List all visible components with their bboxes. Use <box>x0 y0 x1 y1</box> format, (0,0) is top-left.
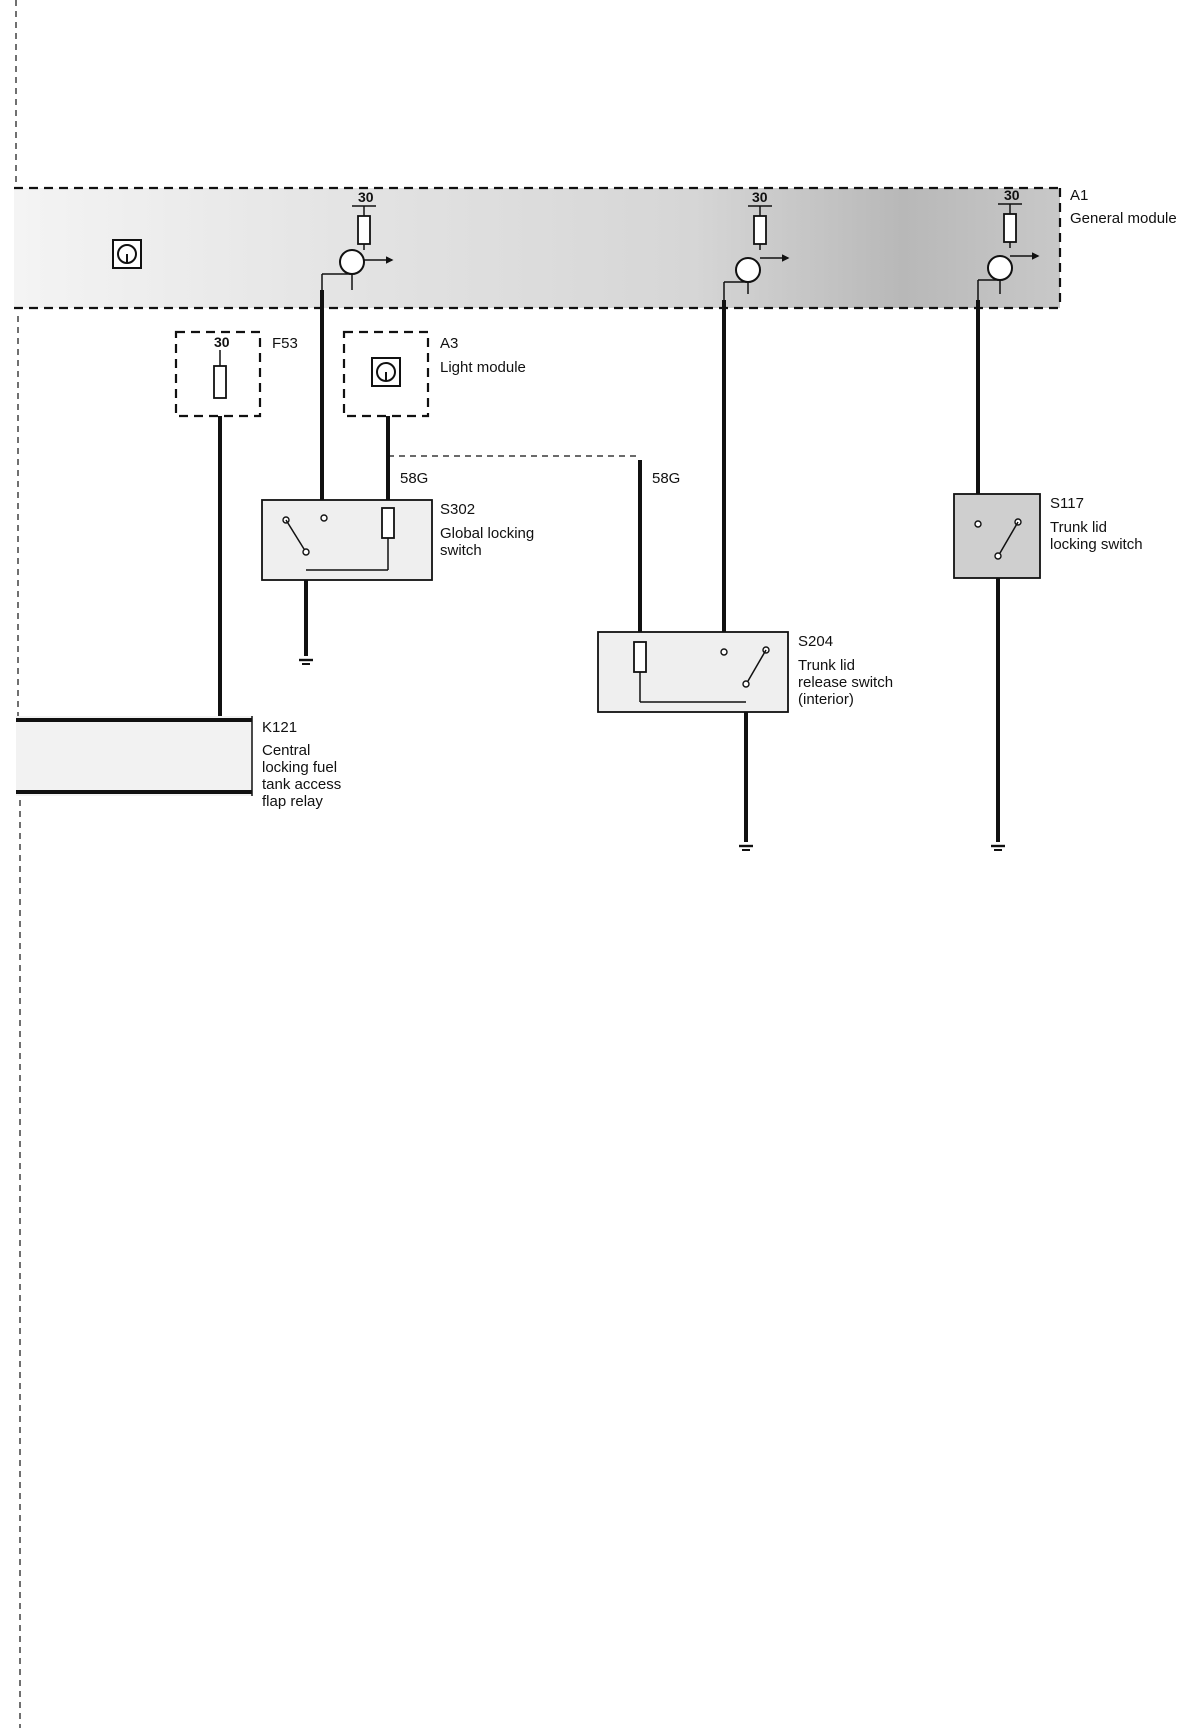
light-module-a3: A3 Light module <box>342 330 526 418</box>
a1-output-channel-1: 30 <box>339 189 394 290</box>
switch-s204: S204 Trunk lid release switch (interior) <box>597 631 893 713</box>
resistor-icon <box>1003 213 1017 243</box>
switch-s204-name-1: Trunk lid <box>798 657 855 674</box>
switch-contact-icon <box>974 520 982 528</box>
fuse-icon <box>213 365 227 399</box>
switch-s117-name-1: Trunk lid <box>1050 519 1107 536</box>
switch-s117: S117 Trunk lid locking switch <box>953 493 1143 579</box>
fuse-id: F53 <box>272 335 298 352</box>
relay-name-4: flap relay <box>262 793 323 810</box>
outer-boundary <box>15 0 21 1728</box>
relay-name-1: Central <box>262 742 310 759</box>
transistor-icon <box>339 249 365 275</box>
resistor-icon <box>381 507 395 539</box>
switch-s204-name-2: release switch <box>798 674 893 691</box>
resistor-icon <box>753 215 767 245</box>
a1-pin-2: 30 <box>752 189 768 205</box>
wire-58g-left: 58G <box>400 470 428 487</box>
switch-s204-id: S204 <box>798 633 833 650</box>
switch-contact-icon <box>994 552 1002 560</box>
module-a3-name: Light module <box>440 359 526 376</box>
switch-s117-id: S117 <box>1050 495 1084 512</box>
switch-contact-icon <box>742 680 750 688</box>
ground-icon <box>299 658 313 665</box>
relay-name-3: tank access <box>262 776 341 793</box>
switch-contact-icon <box>302 548 310 556</box>
switch-s302-id: S302 <box>440 501 475 518</box>
a1-pin-1: 30 <box>358 189 374 205</box>
switch-contact-icon <box>320 514 328 522</box>
switch-s117-name-2: locking switch <box>1050 536 1143 553</box>
transistor-icon <box>987 255 1013 281</box>
switch-contact-icon <box>720 648 728 656</box>
resistor-icon <box>357 215 371 245</box>
fuse-pin: 30 <box>214 334 230 350</box>
relay-id: K121 <box>262 719 297 736</box>
module-icon <box>112 239 142 269</box>
a1-output-channel-2: 30 <box>735 189 790 294</box>
module-a1-id: A1 <box>1070 187 1088 204</box>
switch-s302-name-1: Global locking <box>440 525 534 542</box>
relay-name-2: locking fuel <box>262 759 337 776</box>
ground-icon <box>739 844 753 851</box>
module-icon <box>371 357 401 387</box>
a1-pin-3: 30 <box>1004 187 1020 203</box>
ground-icon <box>991 844 1005 851</box>
resistor-icon <box>633 641 647 673</box>
switch-s302-name-2: switch <box>440 542 482 559</box>
a1-output-channel-3: 30 <box>987 187 1040 294</box>
switch-s302: S302 Global locking switch <box>261 499 534 581</box>
module-a1-name: General module <box>1070 210 1177 227</box>
fuse-f53: 30 F53 <box>174 330 298 418</box>
wire-58g-right: 58G <box>652 470 680 487</box>
module-a3-id: A3 <box>440 335 458 352</box>
transistor-icon <box>735 257 761 283</box>
general-module-a1: A1 General module <box>14 186 1177 310</box>
relay-k121: K121 Central locking fuel tank access fl… <box>16 716 341 810</box>
switch-s204-name-3: (interior) <box>798 691 854 708</box>
